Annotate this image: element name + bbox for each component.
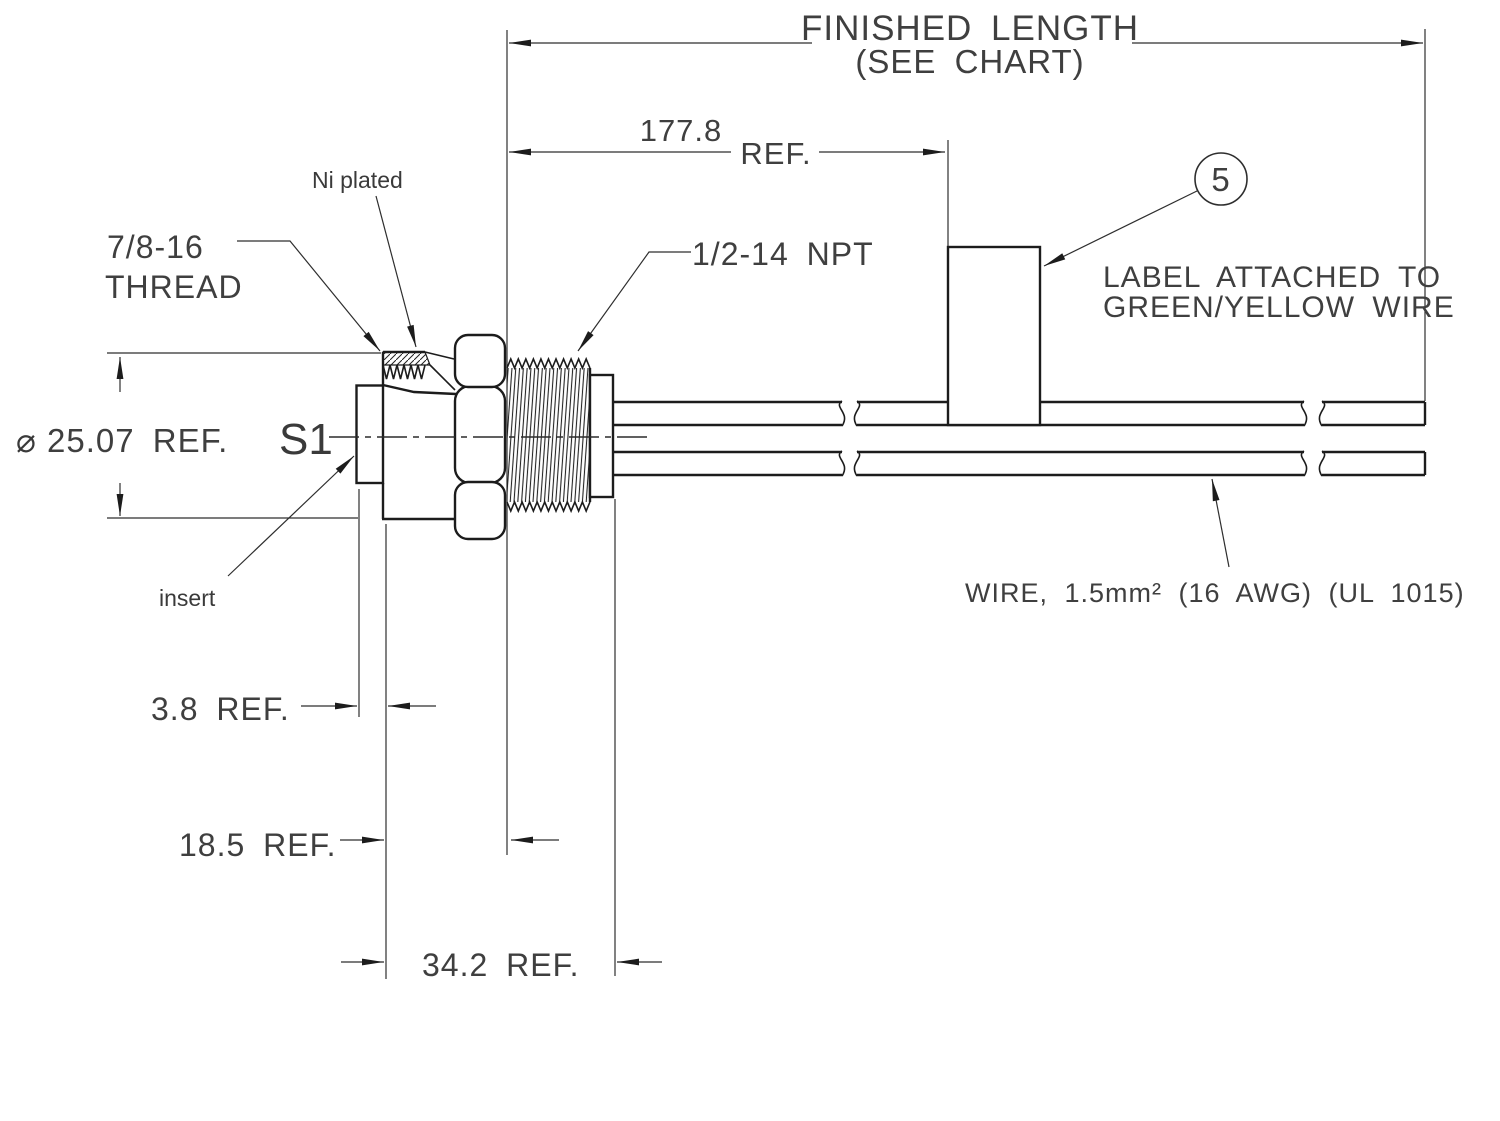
- diameter-symbol: ⌀: [16, 422, 36, 459]
- finished-length-label: FINISHED LENGTH: [801, 9, 1139, 48]
- hex-nut: [453, 333, 507, 541]
- thread-hatch: [382, 351, 431, 366]
- body-and-thread: [381, 350, 457, 521]
- diameter-value: 25.07 REF.: [47, 422, 228, 459]
- dim-34-2-label: 34.2 REF.: [422, 947, 580, 983]
- mount-thread-label-line1: 7/8-16: [107, 229, 204, 265]
- fitting-geometry: [355, 333, 1427, 541]
- leader-lines: [227, 189, 1230, 577]
- end-flange: [588, 373, 615, 499]
- leader-npt: [577, 251, 691, 352]
- wire-break-symbols: [838, 400, 1326, 477]
- dim-177-value: 177.8: [640, 113, 723, 148]
- see-chart-label: (SEE CHART): [855, 43, 1084, 80]
- dimension-lines: [116, 39, 1423, 966]
- annotations: FINISHED LENGTH (SEE CHART) 177.8 REF. 1…: [16, 9, 1465, 983]
- insert-body: [355, 384, 385, 485]
- mount-thread-label-line2: THREAD: [105, 269, 243, 305]
- leader-wire-spec: [1211, 478, 1230, 568]
- leader-insert: [227, 455, 355, 577]
- balloon-circle: [1194, 152, 1248, 206]
- leader-thread-7-8: [237, 240, 381, 352]
- thread-teeth: [382, 364, 426, 380]
- label-note-line1: LABEL ATTACHED TO: [1103, 261, 1441, 294]
- wire-lines: [613, 400, 1427, 477]
- wire-label-flag: [946, 245, 1042, 427]
- dim-3-8-label: 3.8 REF.: [151, 691, 290, 727]
- section-label: S1: [279, 415, 333, 464]
- dim-18-5-label: 18.5 REF.: [179, 827, 337, 863]
- label-note-line2: GREEN/YELLOW WIRE: [1103, 291, 1455, 324]
- dim-177-ref: REF.: [740, 136, 811, 171]
- npt-thread: [506, 356, 592, 514]
- leader-balloon: [1043, 189, 1200, 267]
- leader-ni-plated: [375, 195, 417, 348]
- wire-spec-label: WIRE, 1.5mm² (16 AWG) (UL 1015): [965, 578, 1465, 608]
- npt-thread-label: 1/2-14 NPT: [692, 236, 874, 272]
- ni-plated-label: Ni plated: [312, 167, 403, 193]
- insert-label: insert: [159, 585, 216, 611]
- balloon-number: 5: [1211, 161, 1230, 198]
